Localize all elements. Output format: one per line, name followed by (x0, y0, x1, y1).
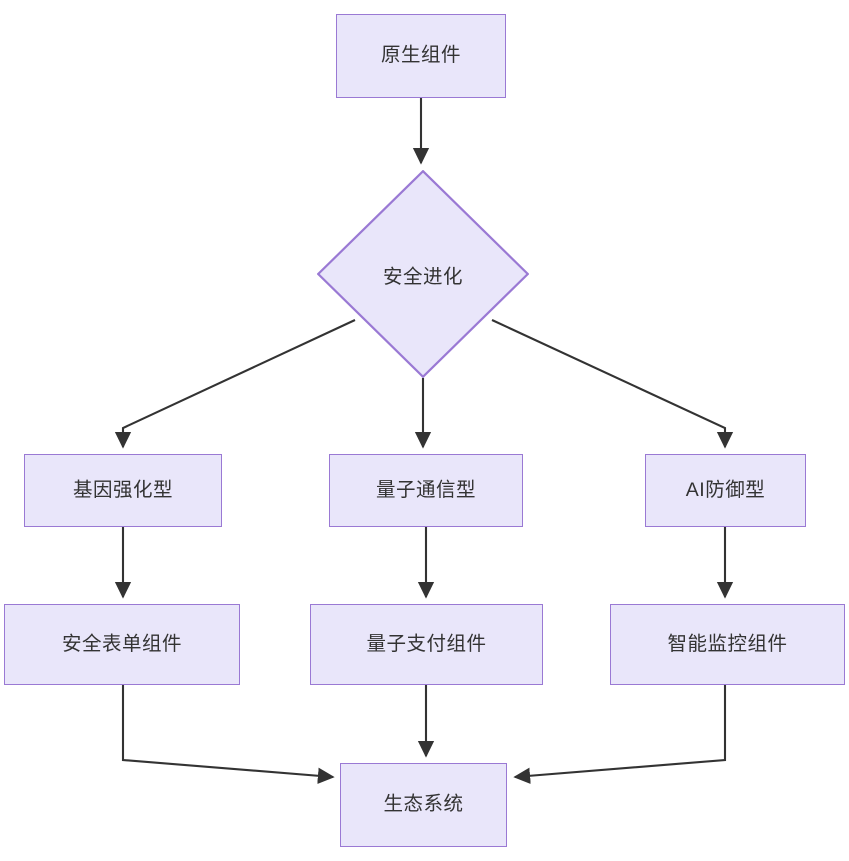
node-label: 安全表单组件 (61, 632, 182, 655)
node-label: 智能监控组件 (667, 632, 788, 655)
node-ai-defense[interactable]: AI防御型 (645, 454, 806, 527)
node-security-evolution[interactable]: 安全进化 (317, 170, 529, 378)
node-quantum-communication[interactable]: 量子通信型 (329, 454, 523, 527)
edge-n6-n9 (121, 685, 335, 784)
edge-n8-n9 (513, 685, 727, 784)
node-label: AI防御型 (685, 478, 766, 501)
node-label: 原生组件 (380, 44, 461, 67)
node-quantum-payment-component[interactable]: 量子支付组件 (310, 604, 543, 685)
node-label: 基因强化型 (72, 478, 173, 501)
node-smart-monitoring-component[interactable]: 智能监控组件 (610, 604, 845, 685)
node-label: 安全进化 (382, 265, 463, 288)
node-secure-form-component[interactable]: 安全表单组件 (4, 604, 240, 685)
node-label: 量子支付组件 (366, 632, 487, 655)
node-gene-enhanced[interactable]: 基因强化型 (24, 454, 222, 527)
node-ecosystem[interactable]: 生态系统 (340, 763, 507, 847)
diamond-shape (317, 170, 529, 378)
node-label: 生态系统 (383, 793, 464, 816)
node-native-component[interactable]: 原生组件 (336, 14, 506, 98)
node-label: 量子通信型 (375, 478, 476, 501)
